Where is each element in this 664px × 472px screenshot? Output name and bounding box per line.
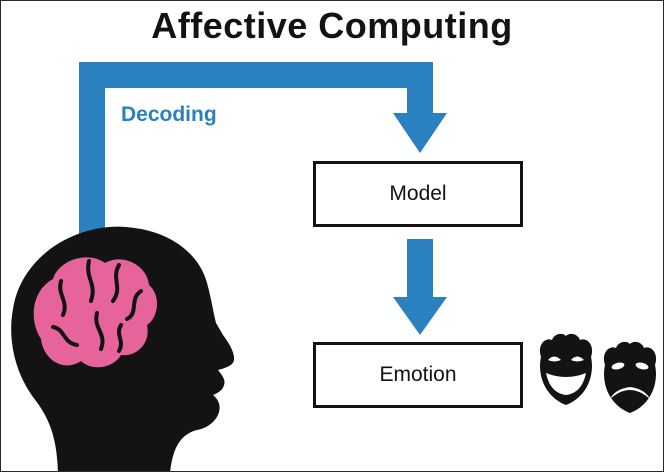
model-node-label: Model bbox=[389, 182, 447, 205]
model-node-box: Model bbox=[313, 161, 523, 227]
decoding-arrowhead bbox=[393, 113, 447, 153]
diagram-title: Affective Computing bbox=[151, 5, 513, 46]
emotion-node-box: Emotion bbox=[313, 342, 523, 408]
theater-masks-icon bbox=[539, 333, 657, 413]
tragedy-mask-icon bbox=[603, 341, 657, 413]
decoding-arrow-label: Decoding bbox=[121, 103, 217, 126]
model-to-emotion-arrowhead bbox=[393, 297, 447, 335]
comedy-mask-icon bbox=[539, 333, 593, 405]
brain-folds bbox=[51, 259, 143, 353]
decoding-arrow-shaft bbox=[79, 62, 433, 247]
head-with-brain-icon bbox=[11, 226, 235, 471]
emotion-node-label: Emotion bbox=[379, 363, 457, 386]
